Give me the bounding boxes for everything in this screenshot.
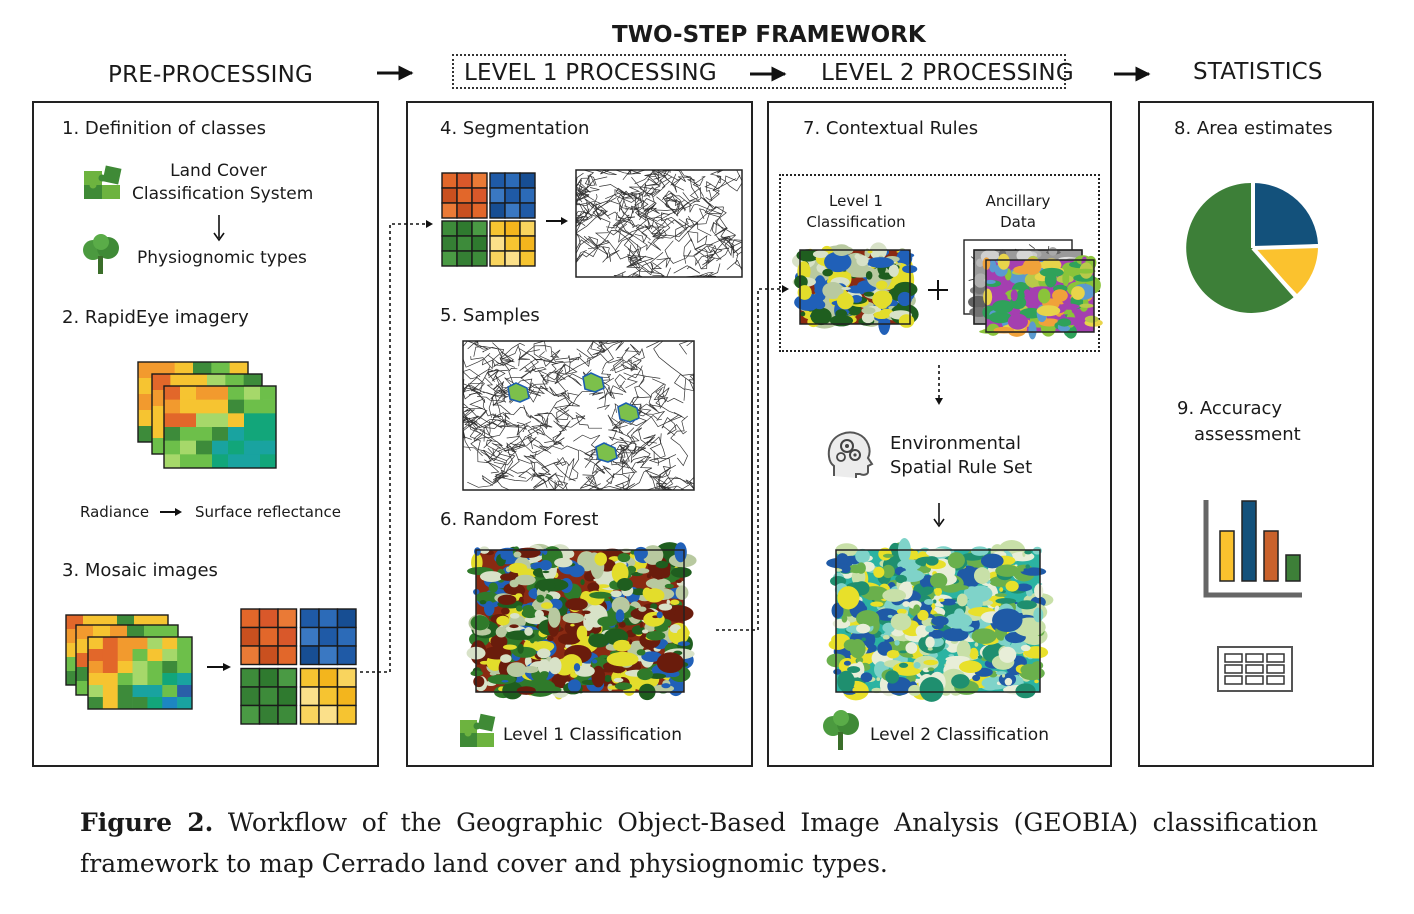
- physiognomic-types-label: Physiognomic types: [137, 248, 307, 268]
- step-2-title: 2. RapidEye imagery: [62, 307, 249, 328]
- table-icon: [1217, 646, 1293, 692]
- arrow-down-icon: [213, 215, 225, 242]
- phase-level2: LEVEL 2 PROCESSING: [821, 60, 1074, 86]
- random-forest-map: [466, 542, 697, 701]
- lcc-line2: Classification System: [132, 184, 314, 204]
- contextual-rules-inputs-frame: [779, 174, 1100, 352]
- phase-statistics: STATISTICS: [1193, 59, 1323, 85]
- step-3-title: 3. Mosaic images: [62, 560, 218, 581]
- segmentation-input-grid: [441, 172, 536, 267]
- step-9-line2: assessment: [1194, 424, 1301, 445]
- tree-icon: [823, 710, 859, 750]
- rule-line1: Environmental: [890, 433, 1021, 454]
- puzzle-icon: [460, 713, 496, 747]
- samples-image: [462, 340, 695, 491]
- lcc-line1: Land Cover: [170, 161, 267, 181]
- panel-statistics: [1138, 101, 1374, 767]
- step-9-line1: 9. Accuracy: [1177, 398, 1283, 419]
- arrow-right-icon: [207, 663, 231, 671]
- mosaic-input-stack: [65, 614, 193, 710]
- rule-line2: Spatial Rule Set: [890, 457, 1033, 478]
- two-step-dashed-frame: [452, 54, 1066, 89]
- level2-classification-map: [826, 538, 1054, 702]
- phase-level1: LEVEL 1 PROCESSING: [464, 60, 717, 86]
- arrow-right-icon: [160, 508, 182, 516]
- pie-chart-icon: [1186, 181, 1321, 313]
- bar-chart-icon: [1203, 500, 1302, 598]
- ancillary-line2: Data: [1000, 213, 1036, 231]
- surface-reflectance-label: Surface reflectance: [195, 503, 341, 521]
- head-gears-icon: [827, 431, 874, 478]
- dotted-arrow-down-icon: [935, 365, 943, 405]
- step-1-title: 1. Definition of classes: [62, 118, 266, 139]
- step-4-title: 4. Segmentation: [440, 118, 590, 139]
- ancillary-data-stack: [963, 239, 1103, 340]
- radiance-label: Radiance: [80, 503, 150, 521]
- phase-preprocessing: PRE-PROCESSING: [108, 62, 314, 88]
- segmentation-result-image: [575, 168, 743, 278]
- figure-caption: Figure 2. Workflow of the Geographic Obj…: [80, 802, 1318, 884]
- mosaic-quad-grid: [240, 608, 357, 725]
- step-7-title: 7. Contextual Rules: [803, 118, 979, 139]
- l1c-line1: Level 1: [829, 192, 883, 210]
- l1c-line2: Classification: [806, 213, 906, 231]
- step-8-title: 8. Area estimates: [1174, 118, 1333, 139]
- header-arrows: [377, 65, 1151, 82]
- rapideye-image-stack: [137, 361, 277, 469]
- step-6-title: 6. Random Forest: [440, 509, 599, 530]
- tree-icon: [83, 234, 119, 274]
- level1-classification-label: Level 1 Classification: [503, 725, 682, 745]
- puzzle-icon: [84, 165, 122, 199]
- plus-icon: [928, 280, 948, 300]
- arrow-right-icon: [546, 217, 568, 225]
- level1-classification-thumbnail: [791, 242, 919, 335]
- step-5-title: 5. Samples: [440, 305, 540, 326]
- framework-title: TWO-STEP FRAMEWORK: [612, 22, 926, 48]
- arrow-down-icon: [933, 503, 945, 528]
- caption-label: Figure 2.: [80, 808, 214, 837]
- level2-classification-label: Level 2 Classification: [870, 725, 1049, 745]
- ancillary-line1: Ancillary: [985, 192, 1051, 210]
- caption-text: Workflow of the Geographic Object-Based …: [80, 808, 1318, 878]
